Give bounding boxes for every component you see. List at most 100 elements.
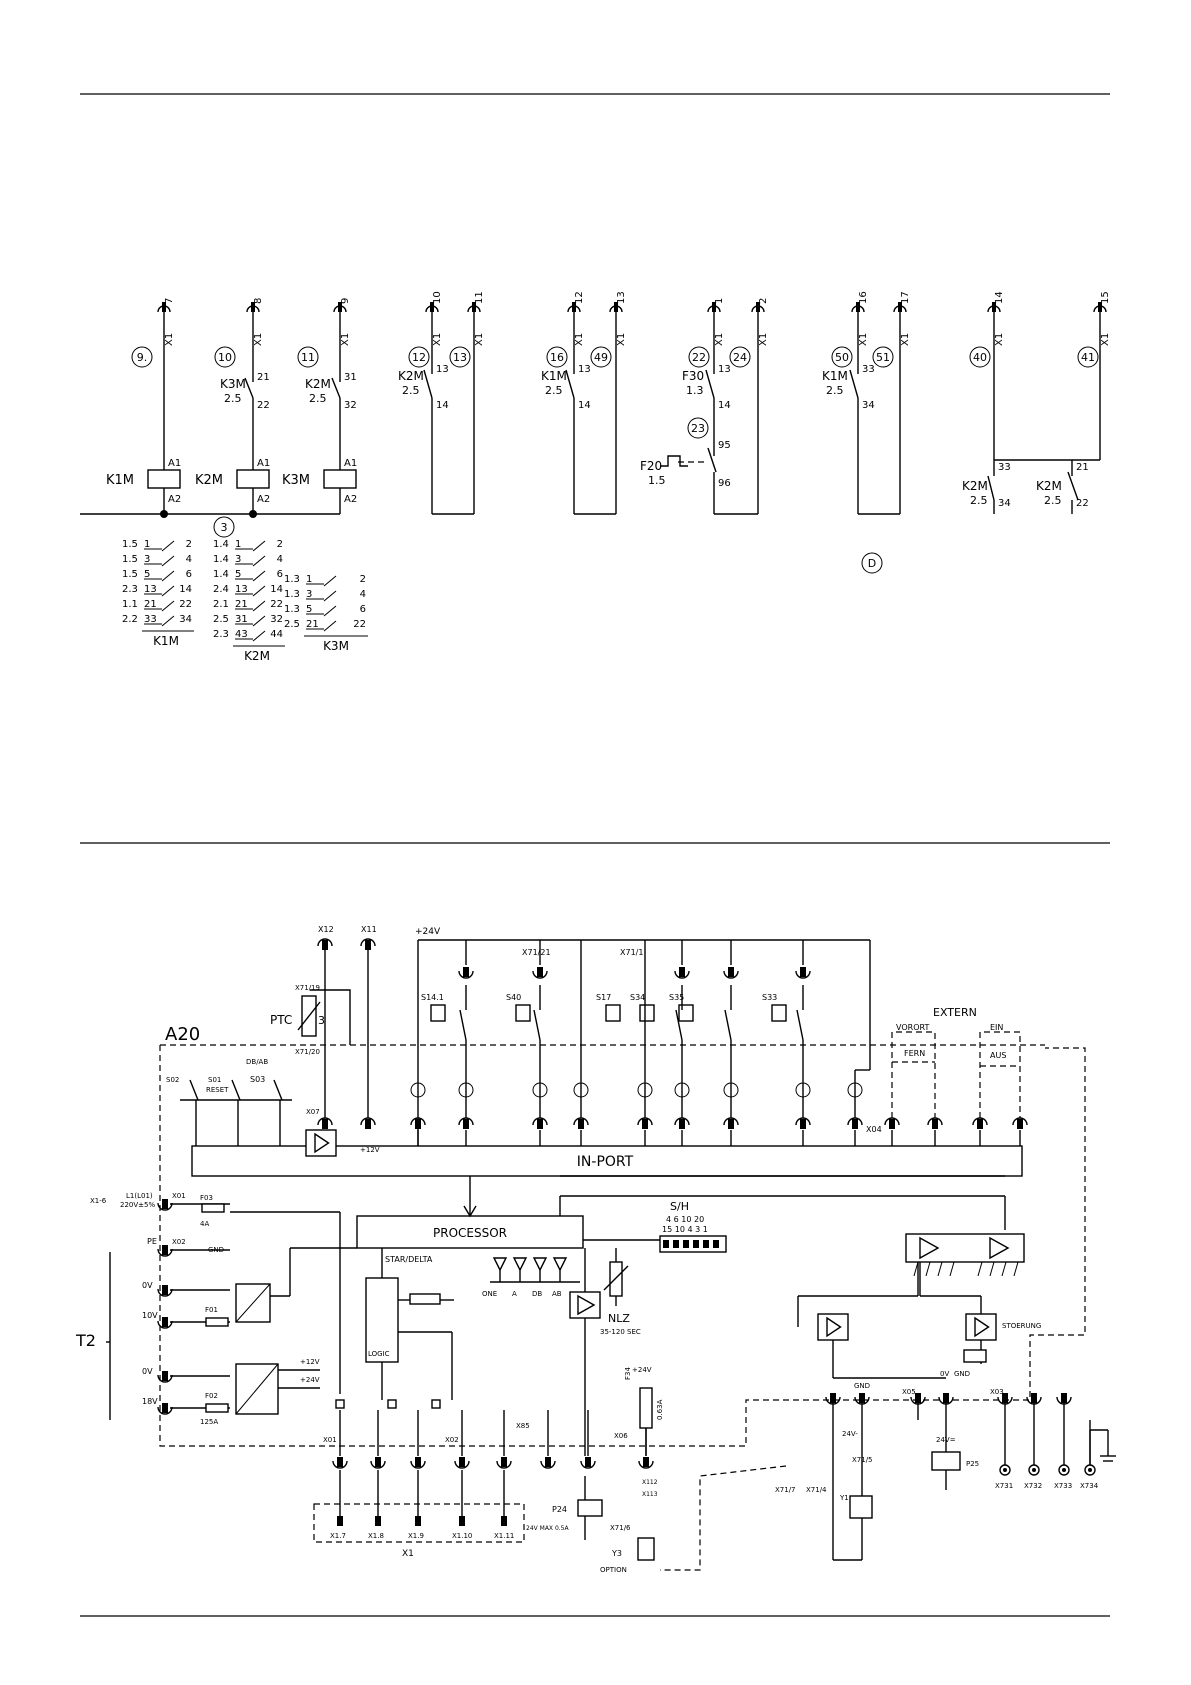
switch-blade [273,1079,283,1101]
x06-label: X06 [614,1432,628,1440]
contact-table-a: 21 [306,619,319,630]
net-ref [410,1082,426,1098]
contact-table-ref: 1.3 [284,574,300,585]
contact-top-pin: 13 [578,364,591,375]
fern-label: FERN [904,1049,925,1058]
terminal-pin [537,1119,543,1129]
ov-label-3: 0V [940,1370,949,1378]
in-port-label: IN-PORT [577,1154,634,1170]
contact-table-ref: 1.5 [122,539,138,550]
switch-label: S34 [630,993,645,1002]
switch-label: S14.1 [421,993,444,1002]
coil-a2: A2 [168,494,181,505]
terminal-symbol [638,1460,654,1469]
amp-p24 [569,1291,601,1319]
terminal-strip-label: X1 [900,333,911,346]
overload-blade [707,447,717,473]
sh-values-2: 15 10 4 3 1 [662,1225,708,1234]
contact-blade [987,475,995,501]
ref-circle [590,346,612,368]
ref-circle-d [861,552,883,574]
contact-blade [565,369,575,399]
contact-device: K1M [541,369,567,383]
terminal-symbol [496,1460,512,1469]
contact-table-blade [252,630,266,642]
fuse-f02-label: F02 [205,1392,218,1400]
contact-table-ref: 2.5 [213,614,229,625]
contact-table-b: 4 [186,554,192,565]
switch-actuator [515,1004,531,1022]
contact-table-b: 14 [179,584,192,595]
terminal-strip-label: X1 [432,333,443,346]
gnd2-label: GND [854,1382,870,1390]
terminal-symbol [360,938,376,947]
terminal-symbol [532,970,548,979]
terminal-pin [642,1119,648,1129]
l1-label: L1(L01) [126,1192,153,1200]
led-label: DB [532,1290,542,1298]
contact-table-a: 21 [235,599,248,610]
ref-circle-label: 22 [692,351,706,364]
ref-circle [408,346,430,368]
terminal-pin [162,1317,168,1327]
coil-a1: A1 [168,458,181,469]
terminal-pin [800,1119,806,1129]
terminal-pin [472,302,476,312]
contact-table-blade [252,615,266,627]
terminal-symbol [540,1460,556,1469]
option-dashed-wire [660,1465,787,1571]
terminal-pin [162,1371,168,1381]
db-ab-label: DB/AB [246,1058,268,1066]
stoerung-label: STOERUNG [1002,1322,1041,1330]
contact-table-blade [161,555,175,567]
thermal-symbol [660,455,688,467]
terminal-pin-number: 9 [340,298,351,304]
output-label: X734 [1080,1482,1099,1490]
contact-table-a: 13 [235,584,248,595]
x1-note: 24V MAX 0.5A [526,1525,569,1532]
contact-bottom-pin: 14 [718,400,731,411]
x1-terminal-label: X1.11 [494,1532,514,1540]
valve-y1 [849,1495,873,1519]
switch-actuator [678,1004,694,1022]
y3-label: Y3 [611,1549,622,1558]
v10-label: 10V [142,1311,158,1320]
contact-table-ref: 1.3 [284,604,300,615]
terminal-pin [830,1393,836,1403]
terminal-pin-number: 1 [714,298,725,304]
x1-group-label: X1 [402,1549,414,1559]
terminal-pin-number: 14 [994,291,1005,304]
plus12v-label: +12V [360,1146,380,1154]
ref-circle [1077,346,1099,368]
x1-terminal-pin [337,1516,343,1526]
option-label: OPTION [600,1566,627,1574]
x01-label: X01 [172,1192,186,1200]
switch-actuator [639,1004,655,1022]
terminal-pin [365,1119,371,1129]
contact-table-ref: 2.4 [213,584,229,595]
contact-table-a: 1 [144,539,150,550]
x07-label: X07 [306,1108,320,1116]
x02-label: X02 [172,1238,186,1246]
nlz-range: 35-120 SEC [600,1328,641,1336]
terminal-pin-number: 8 [253,298,264,304]
fuse-f03-label: F03 [200,1194,213,1202]
amp-x05 [817,1313,849,1341]
terminal-pin [415,1457,421,1467]
terminal-pin [162,1199,168,1209]
a20-label: A20 [165,1024,200,1045]
fuse-f02-value: 125A [200,1418,218,1426]
x1-terminal-pin [459,1516,465,1526]
ov-label-2: 0V [142,1367,153,1376]
terminal-pin [1031,1393,1037,1403]
terminal-strip-label: X1 [616,333,627,346]
sh-values: 4 6 10 20 [666,1215,704,1224]
contact-bottom-pin: 34 [862,400,875,411]
ref-circle-label: 51 [876,351,890,364]
x07-amplifier [305,1129,337,1157]
terminal-pin [162,1285,168,1295]
relay-coil [963,1349,987,1363]
output-terminal-dot [1088,1468,1092,1472]
led-arrow [989,1261,995,1277]
terminal-symbol [454,1460,470,1469]
